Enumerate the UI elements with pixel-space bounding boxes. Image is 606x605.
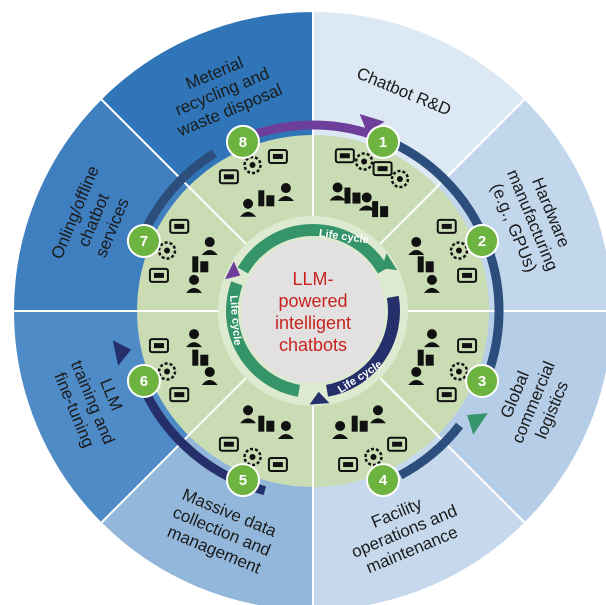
stage-number-badges: 1 2 3 4 5 6 7 8 — [126, 124, 500, 498]
chart-icon — [277, 183, 294, 202]
cycle-arrowhead-3 — [225, 261, 241, 280]
books-icon — [258, 415, 275, 432]
stage-6-badge: 6 — [126, 364, 161, 399]
train-icon — [436, 387, 457, 403]
robot-arm-icon — [408, 237, 425, 256]
computer-icon — [218, 169, 239, 185]
stage-3-badge: 3 — [465, 364, 500, 399]
power-tower-icon — [157, 362, 177, 381]
center-line-1: LLM- — [292, 269, 333, 289]
ring-divider — [379, 377, 439, 437]
truck-icon — [457, 338, 478, 354]
smile-icon — [148, 267, 169, 283]
building-icon — [369, 405, 386, 424]
cycle-label: Life cycle — [227, 295, 243, 346]
chat-icon — [186, 274, 203, 293]
center-title: LLM- powered intelligent chatbots — [275, 269, 351, 355]
stage-2-badge: 2 — [465, 223, 500, 258]
cycle-arc-bottom-right — [325, 295, 400, 397]
office-icon — [364, 447, 383, 467]
building-icon — [417, 256, 434, 273]
stage-number: 6 — [140, 373, 148, 390]
team-icon — [390, 169, 410, 189]
server-icon — [387, 436, 408, 452]
cycle-arrowhead-1 — [381, 253, 398, 271]
cycle-arc-top — [237, 224, 389, 274]
monitor-icon — [243, 155, 262, 175]
outer-arrow-band-bottom-right — [398, 422, 464, 480]
chip-icon — [372, 201, 389, 218]
stage-number: 8 — [239, 134, 247, 151]
clock-icon — [423, 329, 440, 348]
ring-divider — [187, 185, 247, 245]
stage-icons — [148, 148, 478, 473]
dna-icon — [267, 457, 288, 473]
ship-icon — [449, 362, 469, 381]
outer-arrowhead-top — [359, 114, 385, 134]
ring-divider — [187, 377, 247, 437]
stage-number: 1 — [379, 134, 387, 151]
factory-icon — [436, 218, 457, 234]
stage-1-badge: 1 — [366, 124, 401, 159]
document-icon — [351, 415, 368, 432]
brain-gear-icon — [334, 148, 355, 164]
factory-icon — [457, 267, 478, 283]
stage-7-badge: 7 — [126, 223, 161, 258]
smile-icon — [192, 256, 209, 273]
phone-icon — [169, 218, 190, 234]
gear-icon — [449, 241, 469, 260]
computer-icon — [358, 192, 375, 211]
chart-icon — [243, 447, 262, 467]
tree-icon — [338, 457, 359, 473]
bag-icon — [267, 148, 288, 164]
stage-4-badge: 4 — [366, 463, 401, 498]
cycle-arrowhead-2 — [309, 391, 330, 405]
people-icon — [201, 237, 218, 256]
grid-icon — [332, 420, 349, 439]
scientist-icon — [329, 182, 346, 201]
trash-icon — [240, 198, 257, 217]
center-line-2: powered — [278, 291, 347, 311]
heart-icon — [186, 329, 203, 348]
cycle-arc-left — [226, 281, 301, 397]
stage-number: 2 — [478, 233, 486, 250]
center-circle — [241, 239, 385, 383]
chatbot-icon — [354, 152, 374, 171]
tablet-icon — [240, 405, 257, 424]
network-icon — [169, 387, 190, 403]
gear-icon — [423, 274, 440, 293]
ring-divider — [379, 185, 439, 245]
stage-number: 4 — [379, 472, 388, 489]
outer-arrowhead-left — [112, 340, 132, 366]
recycle-icon — [258, 190, 275, 207]
outer-arrowhead-right — [467, 413, 488, 435]
stage-5-badge: 5 — [225, 463, 260, 498]
phone-icon — [277, 420, 294, 439]
cloud-icon — [192, 349, 209, 366]
icon-ring-dividers — [137, 135, 489, 487]
center-line-4: chatbots — [279, 335, 347, 355]
database-icon — [218, 436, 239, 452]
stage-number: 7 — [140, 233, 148, 250]
stage-8-badge: 8 — [225, 124, 260, 159]
lab-icon — [372, 161, 393, 177]
processor-icon — [148, 338, 169, 354]
person-icon — [417, 349, 434, 366]
mail-icon — [157, 241, 177, 260]
gear-icon — [344, 187, 361, 204]
center-line-3: intelligent — [275, 313, 351, 333]
computer-icon — [201, 366, 218, 385]
box-icon — [408, 366, 425, 385]
stage-number: 3 — [478, 373, 486, 390]
stage-number: 5 — [239, 472, 247, 489]
